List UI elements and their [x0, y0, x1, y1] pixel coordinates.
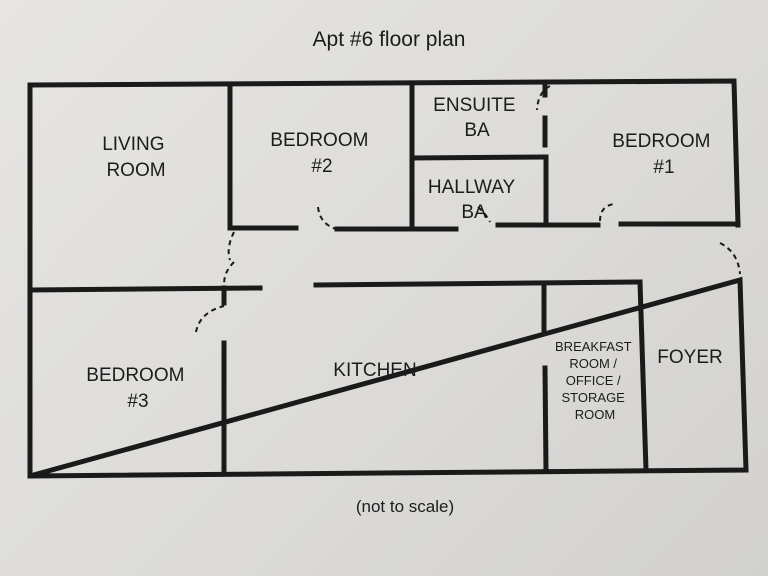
plan-title: Apt #6 floor plan [313, 28, 466, 51]
label-ensuite-bath: ENSUITE BA [433, 95, 521, 141]
door-swing-ensuite [536, 85, 551, 111]
door-swing-bedroom3 [195, 305, 225, 333]
door-swing-hallway-bath [477, 206, 491, 223]
label-bedroom-1: BEDROOM #1 [612, 131, 715, 178]
scale-note: (not to scale) [356, 497, 454, 516]
label-breakfast-room: BREAKFAST ROOM / OFFICE / STORAGE ROOM [555, 339, 635, 422]
walls [27, 78, 749, 479]
label-hallway-bath: HALLWAY BA [428, 177, 520, 223]
door-swing-living-a [227, 231, 235, 261]
door-swings [195, 85, 741, 333]
door-swing-bedroom1 [599, 203, 615, 222]
wall-breakfast-right [637, 279, 649, 473]
wall-breakfast-left-b [542, 365, 549, 473]
label-foyer: FOYER [657, 347, 722, 368]
outer-wall [27, 78, 749, 479]
label-bedroom-2: BEDROOM #2 [270, 130, 373, 177]
wall-bath-divider [409, 154, 548, 161]
wall-kitchen-top [313, 279, 643, 288]
room-labels: LIVING ROOM BEDROOM #2 ENSUITE BA HALLWA… [86, 95, 722, 422]
label-bedroom-3: BEDROOM #3 [86, 365, 189, 412]
door-swing-entry [719, 242, 741, 275]
door-swing-bedroom2 [317, 206, 337, 230]
label-kitchen: KITCHEN [333, 360, 416, 381]
door-swing-living-b [223, 261, 235, 293]
label-living-room: LIVING ROOM [102, 134, 170, 181]
